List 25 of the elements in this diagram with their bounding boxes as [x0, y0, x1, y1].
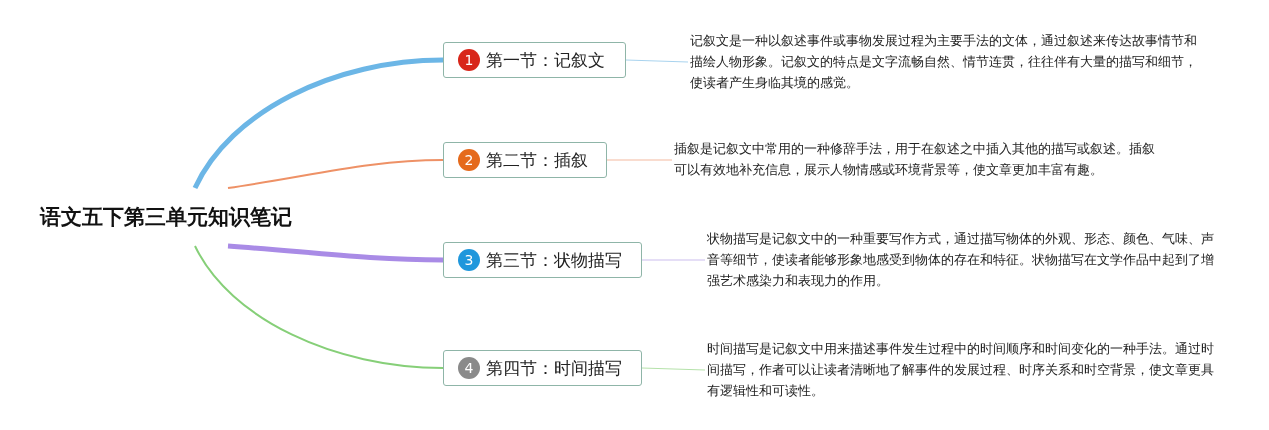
note-text: 记叙文是一种以叙述事件或事物发展过程为主要手法的文体，通过叙述来传达故事情节和描绘人物形象。记叙文的特点是文字流畅自然、情节连贯，往往伴有大量的描写和细节，使读者产生身临其境的感觉。: [690, 30, 1205, 94]
topic-box: [443, 242, 642, 278]
branch-line: [192, 57, 444, 190]
connector-line: [641, 367, 706, 371]
topic-label: 第一节：记叙文: [486, 48, 605, 72]
note-text: 插叙是记叙文中常用的一种修辞手法，用于在叙述之中插入其他的描写或叙述。插叙可以有效地补充信息，展示人物情感或环境背景等，使文章更加丰富有趣。: [674, 138, 1164, 182]
topic-box: [443, 350, 642, 386]
note-text: 状物描写是记叙文中的一种重要写作方式，通过描写物体的外观、形态、颜色、气味、声音等细节，使读者能够形象地感受到物体的存在和特征。状物描写在文学作品中起到了增强艺术感染力和表现力的作用。: [707, 228, 1217, 292]
central-topic: 语文五下第三单元知识笔记: [40, 188, 332, 246]
branch-line: [227, 243, 444, 263]
topic-box: [443, 142, 607, 178]
note-text: 时间描写是记叙文中用来描述事件发生过程中的时间顺序和时间变化的一种手法。通过时间描写，作者可以让读者清晰地了解事件的发展过程、时序关系和时空背景，使文章更具有逻辑性和可读性。: [707, 338, 1217, 402]
connector-line: [606, 159, 673, 161]
branch-line: [194, 245, 444, 369]
topic-label: 第四节：时间描写: [486, 356, 622, 380]
branch-line: [227, 159, 444, 189]
topic-box: [443, 42, 626, 78]
connector-line: [625, 59, 689, 63]
number-badge: 2: [458, 149, 480, 171]
number-badge: 4: [458, 357, 480, 379]
number-badge: 3: [458, 249, 480, 271]
topic-label: 第二节：插叙: [486, 148, 588, 172]
topic-label: 第三节：状物描写: [486, 248, 622, 272]
number-badge: 1: [458, 49, 480, 71]
connector-line: [641, 259, 706, 261]
